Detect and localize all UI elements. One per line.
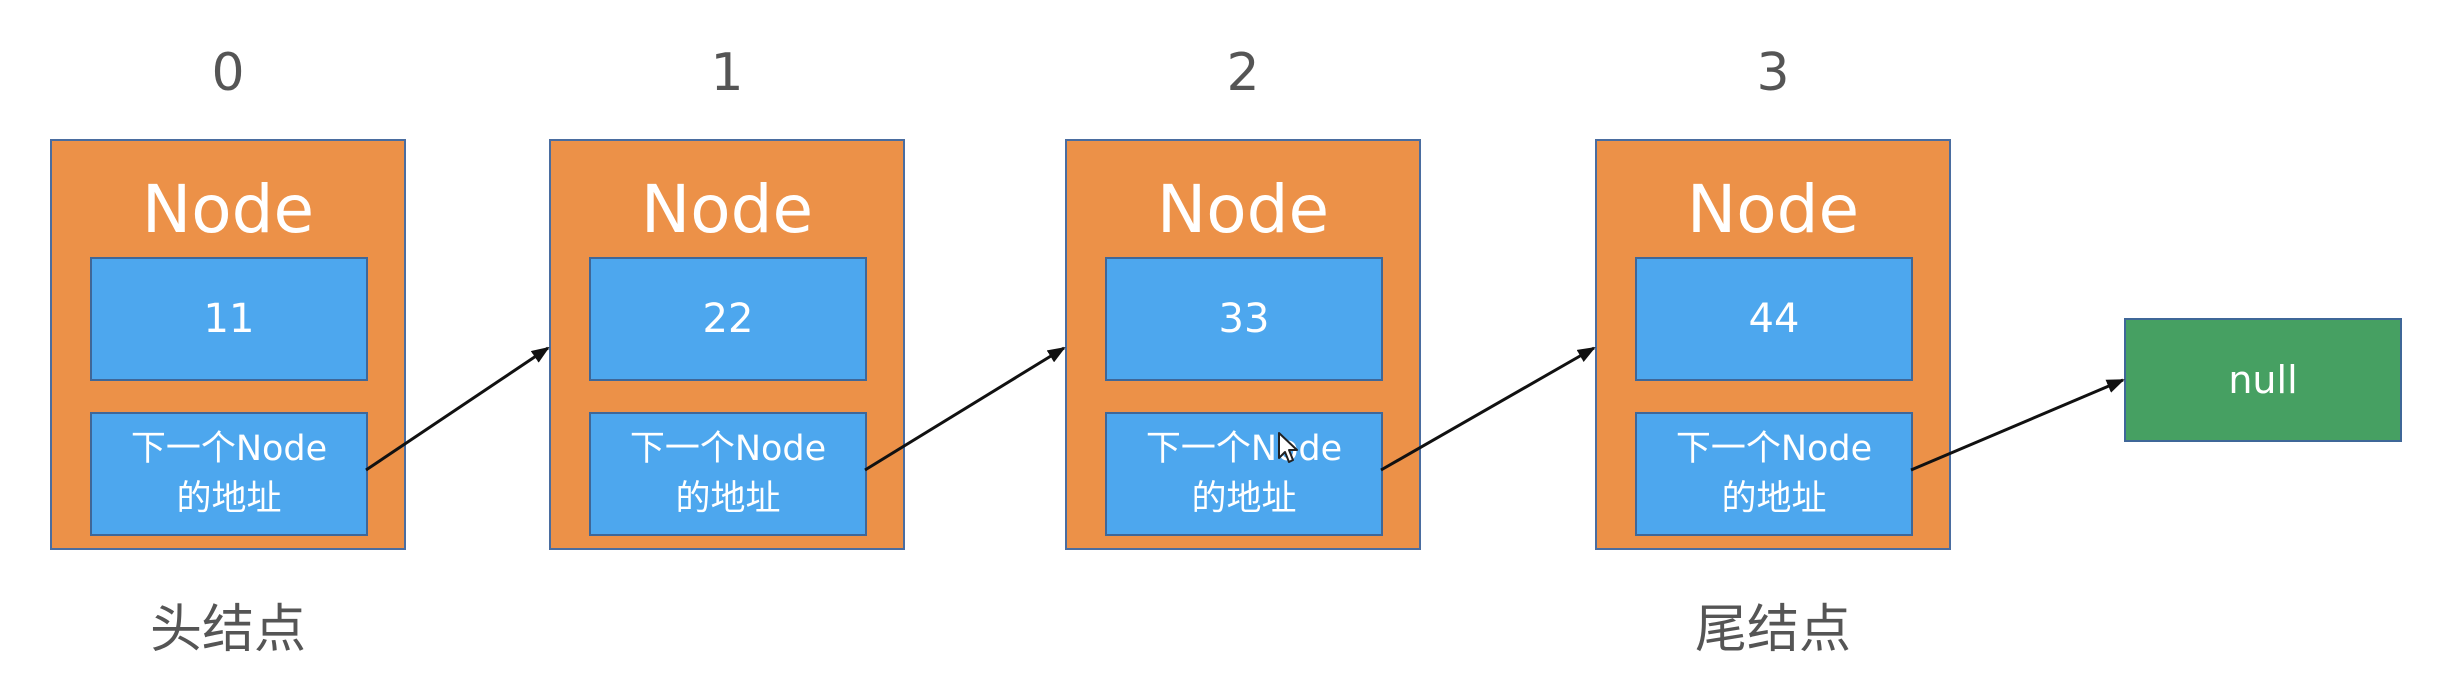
next-address-line1: 下一个Node — [1145, 429, 1343, 469]
node-box-1: Node 22 下一个Node 的地址 — [549, 139, 905, 550]
null-label: null — [2228, 358, 2298, 402]
node-next-address-box: 下一个Node 的地址 — [1105, 412, 1383, 536]
node-value: 33 — [1218, 296, 1270, 342]
node-title: Node — [1156, 171, 1330, 248]
node-box-3: Node 44 下一个Node 的地址 — [1595, 139, 1951, 550]
node-value: 22 — [702, 296, 754, 342]
tail-node-caption: 尾结点 — [1694, 600, 1851, 660]
node-next-address-box: 下一个Node 的地址 — [1635, 412, 1913, 536]
next-address-line1: 下一个Node — [130, 429, 328, 469]
node-title: Node — [1686, 171, 1860, 248]
node-index-0: 0 — [211, 43, 245, 103]
node-next-address-box: 下一个Node 的地址 — [589, 412, 867, 536]
node-index-1: 1 — [710, 43, 744, 103]
node-box-2: Node 33 下一个Node 的地址 — [1065, 139, 1421, 550]
node-index-3: 3 — [1756, 43, 1790, 103]
next-address-line2: 的地址 — [1721, 479, 1827, 519]
node-title: Node — [640, 171, 814, 248]
next-address-line1: 下一个Node — [1675, 429, 1873, 469]
null-box: null — [2124, 318, 2402, 442]
next-address-line2: 的地址 — [176, 479, 282, 519]
node-box-0: Node 11 下一个Node 的地址 — [50, 139, 406, 550]
node-value-box: 11 — [90, 257, 368, 381]
node-index-2: 2 — [1226, 43, 1260, 103]
head-node-caption: 头结点 — [149, 600, 306, 660]
node-next-address-box: 下一个Node 的地址 — [90, 412, 368, 536]
mouse-cursor-icon — [1278, 432, 1298, 463]
node-value-box: 44 — [1635, 257, 1913, 381]
node-value-box: 22 — [589, 257, 867, 381]
node-value: 44 — [1748, 296, 1800, 342]
node-title: Node — [141, 171, 315, 248]
node-value-box: 33 — [1105, 257, 1383, 381]
node-value: 11 — [203, 296, 255, 342]
next-address-line2: 的地址 — [1191, 479, 1297, 519]
next-address-line1: 下一个Node — [629, 429, 827, 469]
next-address-line2: 的地址 — [675, 479, 781, 519]
